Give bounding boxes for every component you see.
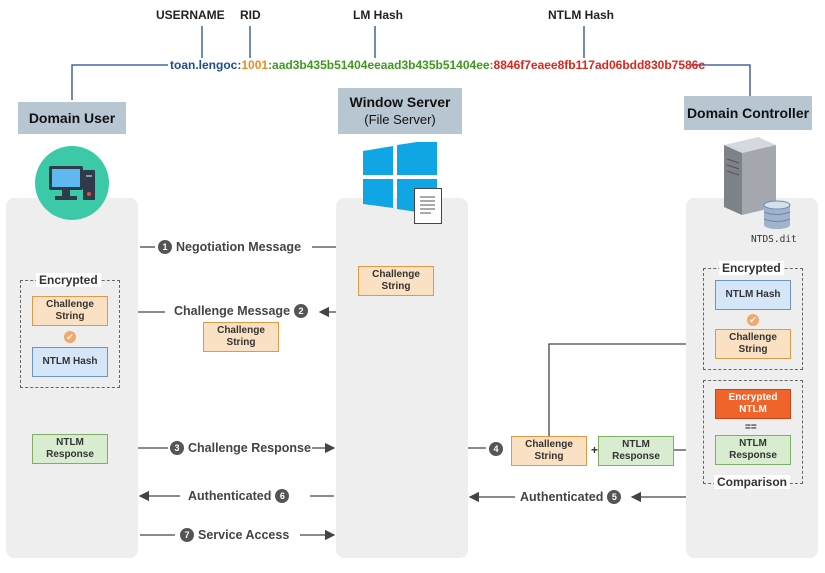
dc-title-text: Domain Controller xyxy=(686,104,810,121)
username-header: USERNAME xyxy=(156,8,225,22)
dc-ntlm-hash: NTLM Hash xyxy=(715,280,791,310)
lm-hash-header: LM Hash xyxy=(353,8,404,22)
hash-lm: aad3b435b51404eeaad3b435b51404ee xyxy=(272,58,490,72)
message-5: Authenticated 5 xyxy=(520,490,622,504)
step-number: 7 xyxy=(180,528,194,542)
message-6: Authenticated 6 xyxy=(188,489,290,503)
domain-user-lane xyxy=(6,198,138,558)
message-4: 4 xyxy=(489,442,503,456)
domain-user-title-text: Domain User xyxy=(28,109,116,126)
step-number: 4 xyxy=(489,442,503,456)
step-number: 5 xyxy=(607,490,622,504)
message-3: 3 Challenge Response xyxy=(170,441,311,455)
dc-ntlm-response: NTLM Response xyxy=(715,435,791,465)
server-challenge-string: Challenge String xyxy=(358,266,434,296)
user-ntlm-response: NTLM Response xyxy=(32,434,108,464)
user-challenge-string: Challenge String xyxy=(32,296,108,326)
check-icon: ✔ xyxy=(747,314,759,326)
check-icon: ✔ xyxy=(64,331,76,343)
message-text: Challenge Response xyxy=(188,441,311,455)
message-1: 1 Negotiation Message xyxy=(158,240,301,254)
user-ntlm-hash: NTLM Hash xyxy=(32,347,108,377)
user-encrypted-label: Encrypted xyxy=(36,273,101,287)
dc-encrypted-ntlm: Encrypted NTLM xyxy=(715,389,791,419)
document-icon xyxy=(414,188,442,224)
domain-user-title: Domain User xyxy=(18,102,126,134)
server-subtitle: (File Server) xyxy=(364,112,436,127)
database-icon xyxy=(762,200,792,230)
message-text: Authenticated xyxy=(520,490,604,504)
server-lane xyxy=(336,198,468,558)
step-number: 6 xyxy=(275,489,290,503)
computer-icon xyxy=(35,146,109,220)
rid-header: RID xyxy=(240,8,261,22)
server-title: Window Server (File Server) xyxy=(338,88,462,134)
relay-ntlm-response: NTLM Response xyxy=(598,436,674,466)
server-tower-icon xyxy=(718,135,778,215)
hash-ntlm: 8846f7eaee8fb117ad06bdd830b7586c xyxy=(493,58,706,72)
message-text: Challenge Message xyxy=(174,304,291,318)
ntds-label: NTDS.dit xyxy=(751,234,797,245)
dc-encrypted-label: Encrypted xyxy=(719,261,784,275)
hash-sep: : xyxy=(489,58,494,72)
plus-sign: + xyxy=(591,443,599,457)
comparison-label: Comparison xyxy=(714,475,791,489)
relay-challenge-string: Challenge String xyxy=(511,436,587,466)
dc-challenge-string: Challenge String xyxy=(715,329,791,359)
step-number: 3 xyxy=(170,441,184,455)
ntlm-hash-header: NTLM Hash xyxy=(548,8,614,22)
hash-sep: : xyxy=(237,58,242,72)
hash-username: toan.lengoc xyxy=(170,58,238,72)
hash-rid: 1001 xyxy=(241,58,269,72)
hash-sep: : xyxy=(268,58,273,72)
server-title-text: Window Server xyxy=(349,94,451,110)
message-2: Challenge Message 2 xyxy=(174,304,309,318)
dc-lane xyxy=(686,198,818,558)
equals-sign: == xyxy=(745,422,757,433)
message-text: Authenticated xyxy=(188,489,272,503)
hash-line: toan.lengoc:1001:aad3b435b51404eeaad3b43… xyxy=(170,58,705,72)
step-number: 2 xyxy=(294,304,309,318)
message-7: 7 Service Access xyxy=(180,528,289,542)
dc-title: Domain Controller xyxy=(684,96,812,130)
message-text: Service Access xyxy=(198,528,290,542)
message-challenge-string: Challenge String xyxy=(203,322,279,352)
step-number: 1 xyxy=(158,240,172,254)
message-text: Negotiation Message xyxy=(176,240,302,254)
